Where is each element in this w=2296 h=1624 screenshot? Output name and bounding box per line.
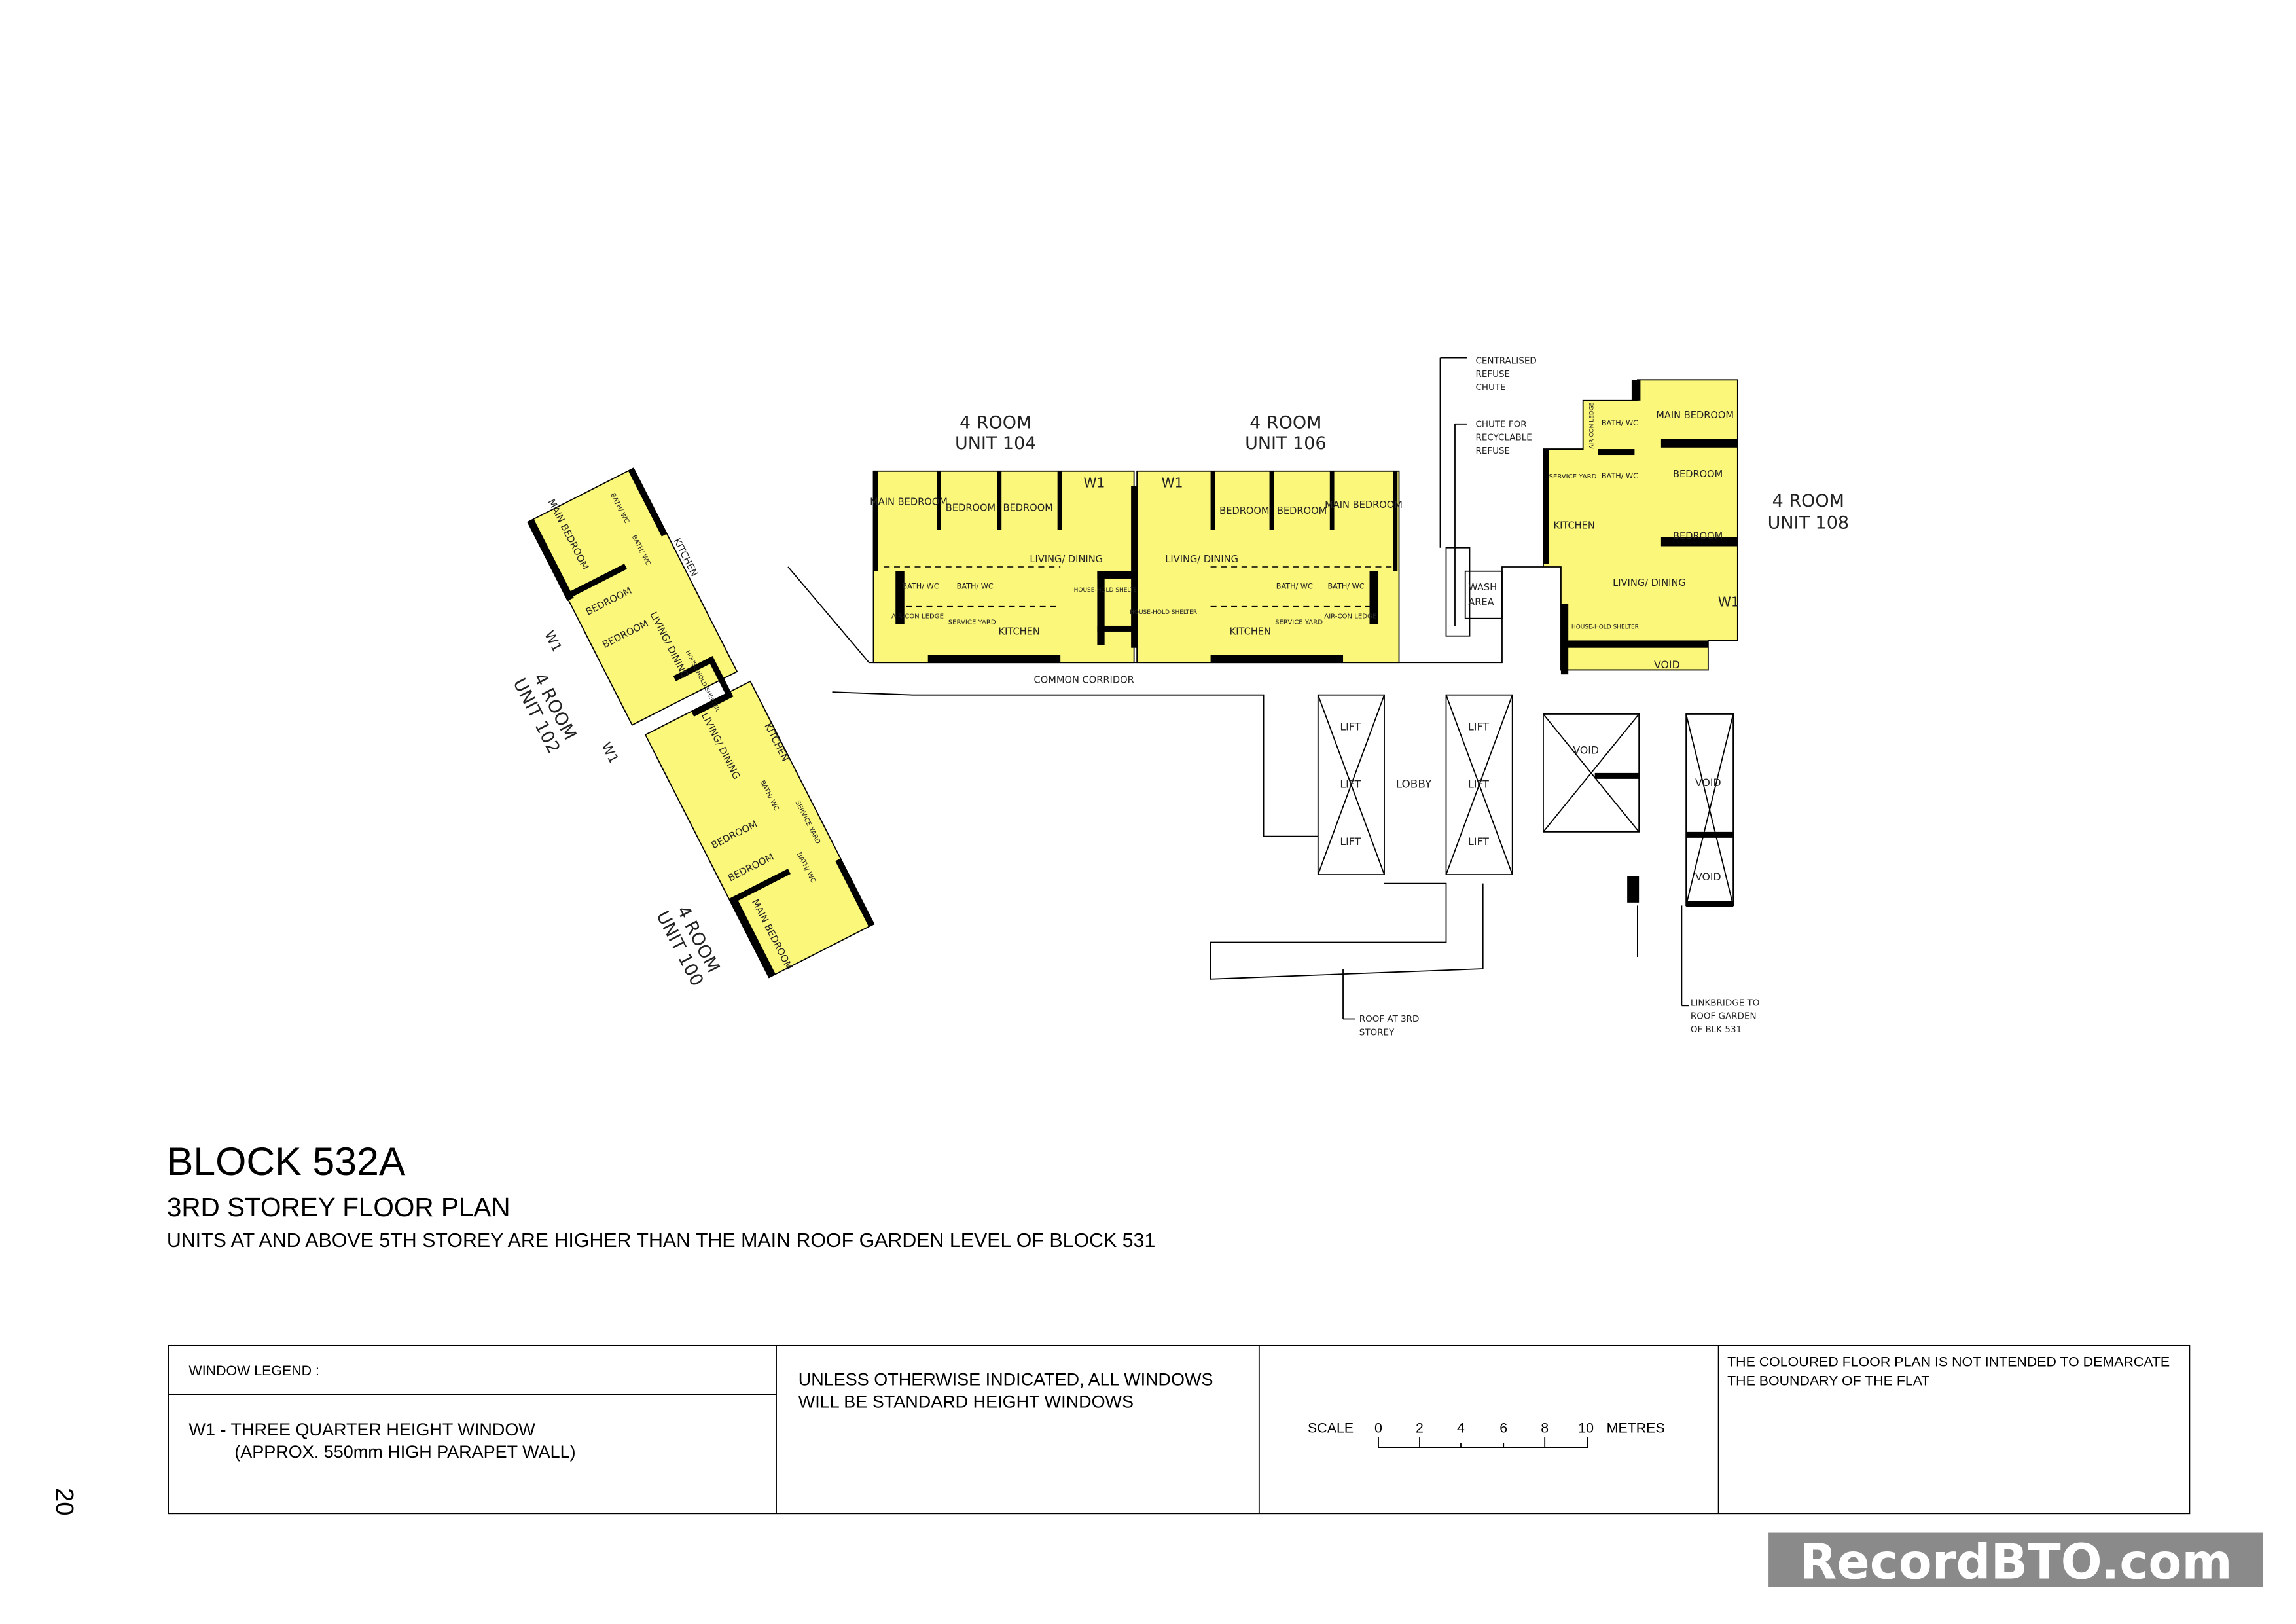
- scale-tick: 10: [1578, 1420, 1594, 1436]
- room-label: LIVING/ DINING: [1030, 554, 1103, 565]
- unit-108-number: UNIT 108: [1768, 513, 1849, 533]
- storey-title: 3RD STOREY FLOOR PLAN: [167, 1192, 511, 1222]
- windows-note: UNLESS OTHERWISE INDICATED, ALL WINDOWS: [798, 1370, 1213, 1390]
- lift-label: LIFT: [1340, 721, 1361, 733]
- void-label: VOID: [1695, 776, 1721, 789]
- recyclable-chute-label: RECYCLABLE: [1475, 433, 1532, 443]
- room-label: KITCHEN: [1230, 626, 1271, 637]
- refuse-chute-label: REFUSE: [1475, 369, 1510, 380]
- scale-tick: 0: [1374, 1420, 1382, 1436]
- room-label: BEDROOM: [1003, 503, 1053, 514]
- room-label: MAIN BEDROOM: [1656, 410, 1734, 421]
- scale-bar: SCALE 0 2 4 6 8 10 METRES: [1308, 1420, 1665, 1448]
- unit-104-number: UNIT 104: [955, 433, 1036, 454]
- wash-area-label: WASH: [1468, 582, 1497, 593]
- room-label: BEDROOM: [1219, 505, 1269, 516]
- linkbridge-label: OF BLK 531: [1691, 1024, 1742, 1035]
- room-label: BATH/ WC: [1602, 472, 1638, 480]
- lift-label: LIFT: [1468, 721, 1489, 733]
- linkbridge-label: ROOF GARDEN: [1691, 1011, 1757, 1022]
- room-label: BEDROOM: [1277, 505, 1327, 516]
- unit-106: 4 ROOM UNIT 106 W1 BEDROOM BEDROOM MAIN …: [1130, 413, 1403, 664]
- void-label: VOID: [1695, 871, 1721, 883]
- block-title: BLOCK 532A: [167, 1139, 406, 1183]
- common-areas: COMMON CORRIDOR CENTRALISED REFUSE CHUTE…: [787, 356, 1760, 1038]
- common-corridor-label: COMMON CORRIDOR: [1034, 675, 1134, 686]
- room-label: AIR-CON LEDGE: [1588, 402, 1595, 448]
- unit-104-type: 4 ROOM: [960, 413, 1031, 433]
- void-label: VOID: [1573, 744, 1599, 757]
- room-label: BATH/ WC: [957, 583, 994, 591]
- room-label: LIVING/ DINING: [1613, 577, 1686, 588]
- room-label: BATH/ WC: [1276, 583, 1313, 591]
- scale-unit: METRES: [1607, 1420, 1665, 1436]
- room-label: HOUSE-HOLD SHELTER: [1074, 587, 1141, 594]
- room-label: KITCHEN: [999, 626, 1040, 637]
- recyclable-chute-label: REFUSE: [1475, 446, 1510, 456]
- wash-area-label: AREA: [1468, 596, 1494, 607]
- refuse-chute-label: CENTRALISED: [1475, 356, 1536, 367]
- room-label: AIR-CON LEDGE: [1324, 613, 1376, 621]
- room-label: SERVICE YARD: [1275, 619, 1323, 626]
- recyclable-chute-label: CHUTE FOR: [1475, 419, 1526, 429]
- room-label: BEDROOM: [1673, 469, 1723, 480]
- unit-106-number: UNIT 106: [1245, 433, 1326, 454]
- window-label: W1: [1162, 475, 1183, 491]
- room-label: BATH/ WC: [1602, 419, 1638, 427]
- refuse-chute-label: CHUTE: [1475, 382, 1505, 393]
- disclaimer: THE BOUNDARY OF THE FLAT: [1727, 1373, 1929, 1389]
- page-number: 20: [50, 1488, 79, 1516]
- lobby-label: LOBBY: [1396, 777, 1432, 790]
- room-label: BATH/ WC: [1327, 583, 1364, 591]
- scale-label: SCALE: [1308, 1420, 1354, 1436]
- room-label: AIR-CON LEDGE: [891, 613, 944, 621]
- title-note: UNITS AT AND ABOVE 5TH STOREY ARE HIGHER…: [167, 1230, 1156, 1252]
- scale-tick: 2: [1416, 1420, 1424, 1436]
- void-label: VOID: [1654, 659, 1680, 671]
- window-label: W1: [1718, 594, 1740, 610]
- room-label: MAIN BEDROOM: [1325, 499, 1403, 511]
- lift-label: LIFT: [1468, 778, 1489, 790]
- window-legend-header: WINDOW LEGEND :: [189, 1363, 319, 1379]
- disclaimer: THE COLOURED FLOOR PLAN IS NOT INTENDED …: [1727, 1354, 2170, 1369]
- unit-106-type: 4 ROOM: [1249, 413, 1321, 433]
- legend-table: WINDOW LEGEND : W1 - THREE QUARTER HEIGH…: [168, 1344, 2191, 1515]
- room-label: BATH/ WC: [902, 583, 939, 591]
- room-label: SERVICE YARD: [948, 619, 996, 626]
- unit-104: 4 ROOM UNIT 104 W1 MAIN BEDROOM BEDROOM …: [870, 413, 1171, 664]
- room-label: KITCHEN: [1554, 520, 1595, 532]
- w1-description: W1 - THREE QUARTER HEIGHT WINDOW: [189, 1420, 536, 1439]
- scale-tick: 8: [1541, 1420, 1549, 1436]
- roof-label: ROOF AT 3RD: [1359, 1014, 1420, 1024]
- scale-tick: 6: [1499, 1420, 1507, 1436]
- room-label: LIVING/ DINING: [1165, 554, 1238, 565]
- units-102-100-wing: MAIN BEDROOM BEDROOM BEDROOM LIVING/ DIN…: [509, 467, 875, 990]
- window-label: W1: [1083, 475, 1105, 491]
- room-label: HOUSE-HOLD SHELTER: [1571, 624, 1639, 630]
- window-label: W1: [541, 628, 565, 655]
- linkbridge-label: LINKBRIDGE TO: [1691, 998, 1760, 1008]
- lift-label: LIFT: [1340, 835, 1361, 848]
- window-label: W1: [598, 740, 622, 766]
- unit-108: 4 ROOM UNIT 108 W1 MAIN BEDROOM BEDROOM …: [1543, 379, 1849, 675]
- room-label: HOUSE-HOLD SHELTER: [1130, 609, 1197, 616]
- w1-description-note: (APPROX. 550mm HIGH PARAPET WALL): [234, 1442, 575, 1462]
- room-label: MAIN BEDROOM: [870, 497, 948, 508]
- unit-108-type: 4 ROOM: [1772, 491, 1844, 511]
- lift-label: LIFT: [1340, 778, 1361, 790]
- room-label: SERVICE YARD: [1549, 473, 1596, 480]
- roof-label: STOREY: [1359, 1027, 1395, 1038]
- windows-note: WILL BE STANDARD HEIGHT WINDOWS: [798, 1392, 1134, 1411]
- room-label: BEDROOM: [1673, 530, 1723, 541]
- scale-tick: 4: [1457, 1420, 1465, 1436]
- lift-label: LIFT: [1468, 835, 1489, 848]
- watermark-text: RecordBTO.com: [1799, 1533, 2232, 1590]
- watermark: RecordBTO.com: [1768, 1532, 2263, 1590]
- room-label: BEDROOM: [946, 503, 996, 514]
